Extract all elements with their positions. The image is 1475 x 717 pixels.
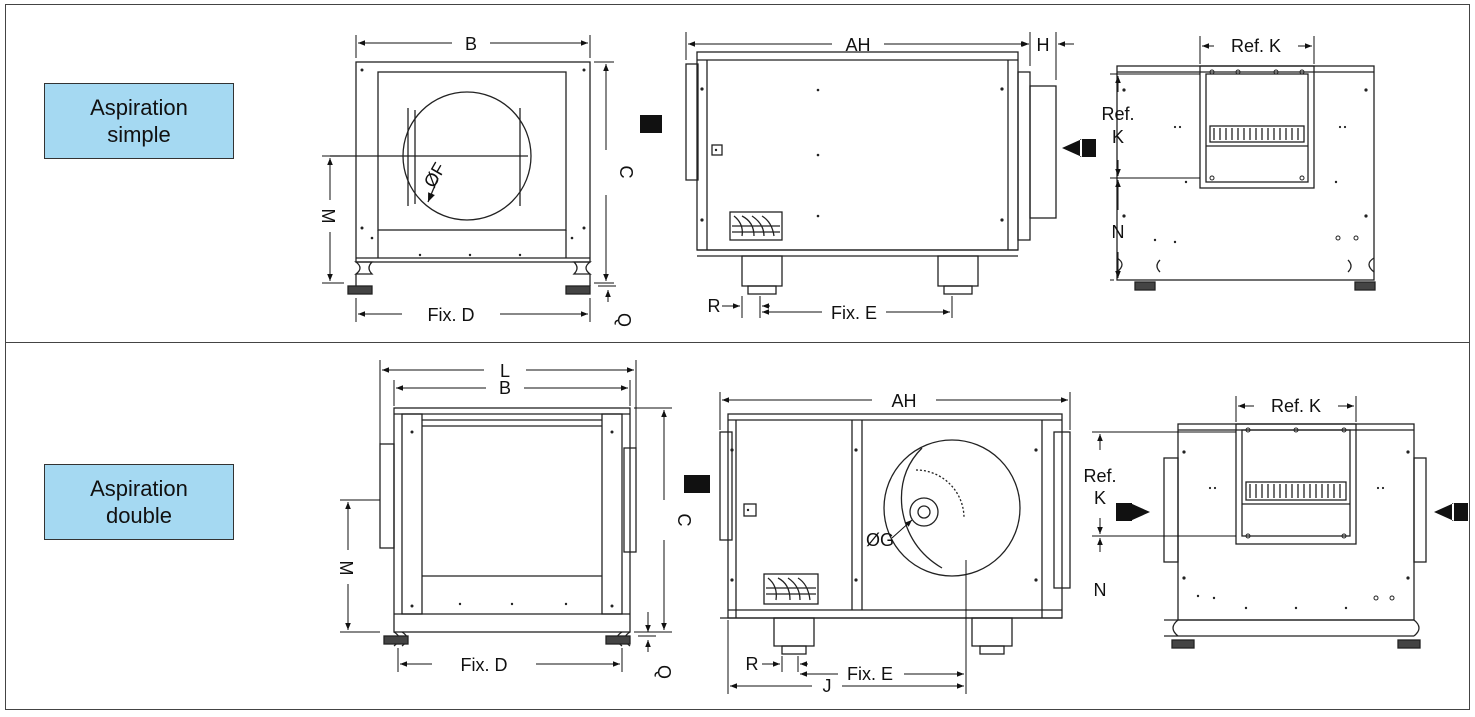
dim-fix-e-bottom: Fix. E	[847, 664, 893, 684]
dim-ah-top: AH	[845, 35, 870, 55]
aspiration-simple-label: Aspiration simple	[44, 83, 234, 159]
dim-n-bottom: N	[1094, 580, 1107, 600]
dim-ah-bottom: AH	[891, 391, 916, 411]
simple-rear-dim-labels: Ref. K Ref. K N	[1101, 36, 1281, 242]
aspiration-simple-text: Aspiration simple	[90, 95, 188, 147]
dim-g-letter: G	[880, 530, 894, 550]
dim-phi-f: ØF	[420, 159, 450, 191]
simple-side-dims	[685, 32, 1074, 318]
dim-j: J	[823, 676, 832, 696]
simple-front-view	[330, 61, 592, 295]
simple-front-rivets	[360, 68, 586, 257]
double-front-dims	[340, 360, 672, 672]
section-divider	[5, 342, 1470, 343]
dim-n-top: N	[1112, 222, 1125, 242]
airflow-in-arrow-bottom-left	[1116, 503, 1150, 521]
dim-r-bottom: R	[746, 654, 759, 674]
double-front-rivets	[410, 430, 614, 608]
airflow-in-arrow-bottom-right	[1434, 503, 1468, 521]
dim-ref-top: Ref.	[1101, 104, 1134, 124]
dim-q-bottom: Q	[654, 665, 674, 679]
airflow-out-arrow-top	[626, 115, 662, 133]
dim-c-bottom: C	[674, 514, 694, 527]
dim-b-bottom: B	[499, 378, 511, 398]
airflow-in-arrow-top	[1062, 139, 1096, 157]
airflow-out-arrow-bottom	[670, 475, 710, 493]
double-rear-dim-labels: Ref. K Ref. K N	[1083, 396, 1321, 600]
dim-fix-d-top: Fix. D	[428, 305, 475, 325]
dim-m-top: M	[318, 209, 338, 224]
aspiration-double-label: Aspiration double	[44, 464, 234, 540]
dim-fix-e-top: Fix. E	[831, 303, 877, 323]
simple-rear-dims	[1110, 36, 1315, 281]
double-side-dims	[719, 392, 1071, 694]
double-side-view	[719, 413, 1071, 655]
double-side-rivets	[730, 448, 1038, 582]
dim-f-letter: F	[427, 159, 450, 179]
simple-front-dim-labels: B C M Fix. D ØF Q	[318, 34, 636, 327]
sheet-border	[5, 4, 1470, 710]
double-front-dim-labels: L B C M Fix. D Q	[336, 361, 694, 679]
simple-front-dims	[322, 35, 616, 322]
double-side-dim-labels: AH ØG R Fix. E J	[746, 391, 917, 696]
dim-ref-k-top: Ref. K	[1231, 36, 1281, 56]
double-rear-rivets	[1182, 427, 1410, 610]
simple-side-view	[685, 51, 1057, 295]
dim-fix-d-bottom: Fix. D	[461, 655, 508, 675]
dim-k-bottom: K	[1094, 488, 1106, 508]
dim-k-top: K	[1112, 127, 1124, 147]
dim-b-top: B	[465, 34, 477, 54]
dim-h-top: H	[1037, 35, 1050, 55]
dim-l: L	[500, 361, 510, 381]
aspiration-double-text: Aspiration double	[90, 476, 188, 528]
simple-side-rivets	[700, 87, 1004, 222]
dim-c-top: C	[616, 166, 636, 179]
simple-rear-view	[1116, 65, 1376, 291]
dim-m-bottom: M	[336, 561, 356, 576]
double-rear-dims	[1092, 396, 1357, 552]
dim-ref-bottom: Ref.	[1083, 466, 1116, 486]
double-front-view	[379, 407, 637, 647]
simple-side-dim-labels: AH H R Fix. E	[708, 35, 1050, 323]
dim-r-top: R	[708, 296, 721, 316]
double-rear-view	[1163, 423, 1427, 649]
simple-rear-rivets	[1122, 69, 1368, 244]
dim-phi-g: ØG	[866, 530, 894, 550]
dim-q-top: Q	[614, 313, 634, 327]
dim-ref-k-bottom: Ref. K	[1271, 396, 1321, 416]
